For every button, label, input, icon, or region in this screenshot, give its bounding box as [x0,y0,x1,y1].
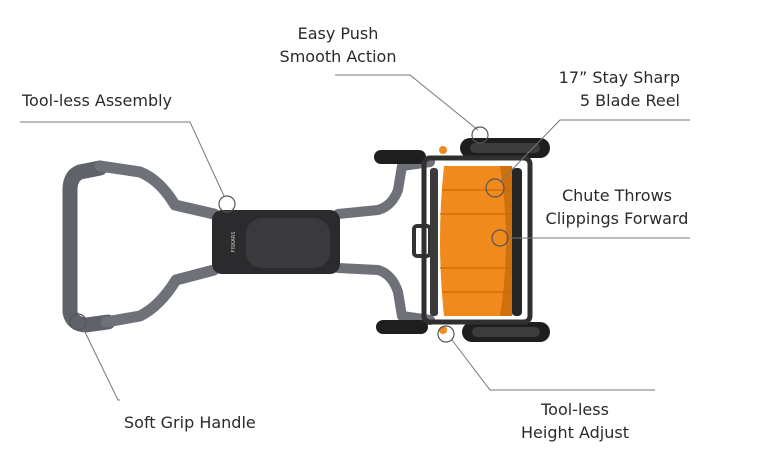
wheel-bottom-left [376,320,428,334]
label-height-adjust-line1: Tool-less [541,400,609,419]
label-stay-sharp-line1: 17” Stay Sharp [558,68,680,87]
callout-circle-tool-less-assembly [218,195,236,213]
reel-housing [440,166,518,316]
reel-side-rail [512,168,522,316]
label-height-adjust: Tool-less Height Adjust [500,398,650,444]
label-easy-push-line1: Easy Push [297,24,379,43]
callout-circle-height-adjust [437,325,455,343]
wheel-top-left [374,150,426,164]
label-tool-less-assembly-line1: Tool-less Assembly [22,91,173,110]
frame-tube-upper [333,157,435,219]
label-chute: Chute Throws Clippings Forward [532,184,702,230]
callout-line-soft-grip [83,329,120,401]
wheel-bottom-hub [472,327,540,337]
label-tool-less-assembly: Tool-less Assembly [22,89,172,112]
lawn-mower-illustration: FISKARS [62,138,550,342]
frame-tube-lower [333,263,435,325]
label-soft-grip-line1: Soft Grip Handle [124,413,256,432]
callout-line-tool-less-assembly [20,121,225,197]
label-easy-push: Easy Push Smooth Action [268,22,408,68]
label-stay-sharp: 17” Stay Sharp 5 Blade Reel [540,66,680,112]
callout-circle-chute [491,229,509,247]
label-chute-line1: Chute Throws [561,186,672,205]
callout-circle-stay-sharp [485,178,505,198]
label-height-adjust-line2: Height Adjust [521,423,629,442]
reel-rear-rail [430,168,438,316]
label-chute-line2: Clippings Forward [545,209,689,228]
label-stay-sharp-line2: 5 Blade Reel [579,91,680,110]
wheel-top-hub [470,143,540,153]
callout-circle-soft-grip [69,313,87,331]
grip-handle [62,160,116,333]
callout-lines [20,74,690,401]
handle-tube-lower [100,264,220,328]
callout-line-stay-sharp [499,119,690,183]
deck-frame [421,155,533,325]
guard-brand-text: FISKARS [231,232,237,253]
callout-line-easy-push [335,74,479,131]
callout-line-height-adjust [451,339,655,391]
handle-tube-upper [94,160,220,220]
label-soft-grip: Soft Grip Handle [124,411,256,434]
height-knob-top [439,146,447,154]
center-guard-panel [246,218,330,268]
callout-circle-easy-push [471,126,489,144]
label-easy-push-line2: Smooth Action [279,47,397,66]
